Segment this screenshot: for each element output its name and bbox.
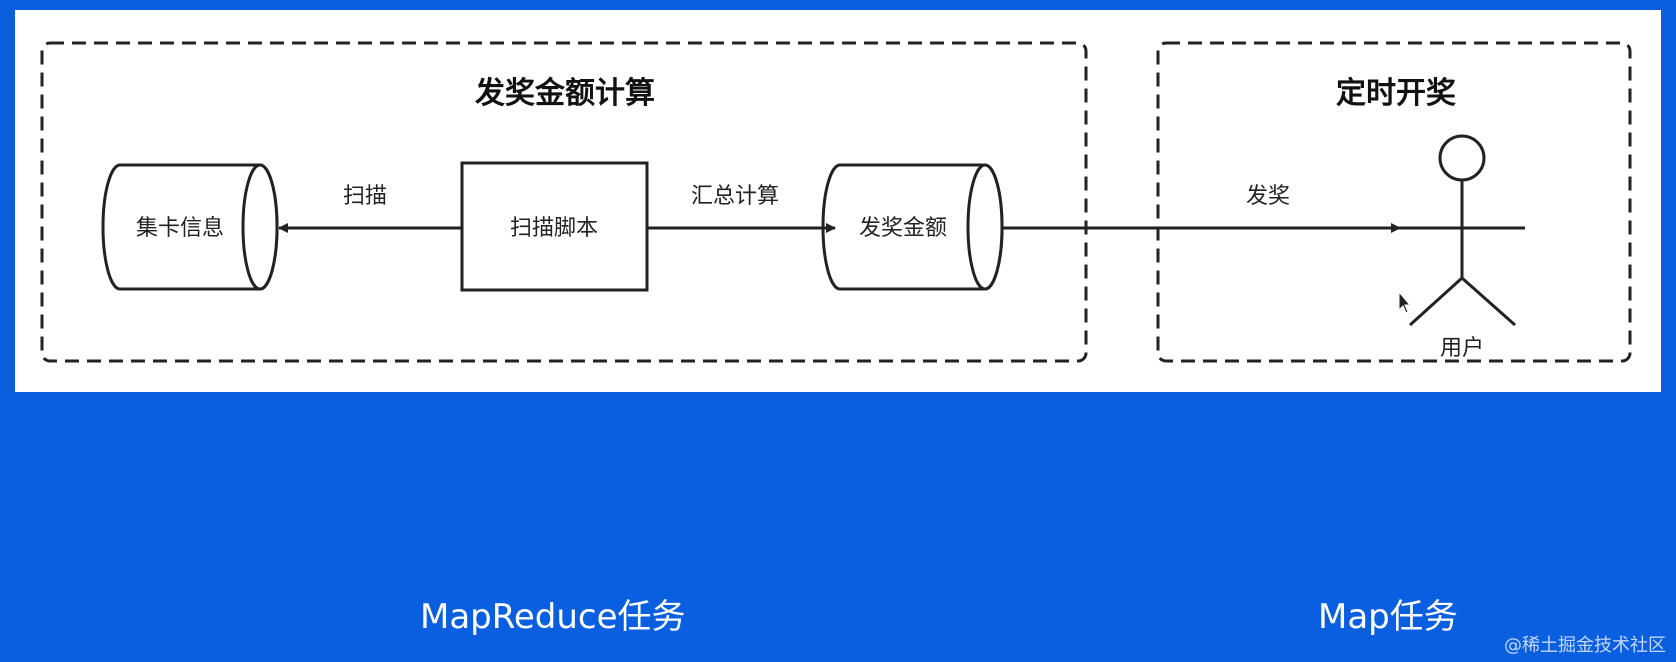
aggregate-edge-label: 汇总计算	[691, 184, 779, 209]
scan-edge-label: 扫描	[343, 184, 387, 209]
scan-script-box: 扫描脚本	[460, 161, 649, 292]
watermark: @稀土掘金技术社区	[1504, 635, 1666, 656]
stick-figure-icon	[1400, 134, 1525, 327]
timer-group-title: 定时开奖	[1336, 76, 1456, 111]
mapreduce-group-border	[40, 41, 1088, 363]
map-task-caption: Map任务	[1318, 597, 1458, 637]
user-label: 用户	[1440, 336, 1484, 361]
prize-amount-label: 发奖金额	[859, 216, 947, 241]
prize-amount-store: 发奖金额	[821, 163, 1004, 291]
mapreduce-group-title: 发奖金额计算	[474, 76, 655, 111]
card-info-store: 集卡信息	[101, 163, 279, 291]
scan-script-label: 扫描脚本	[510, 216, 598, 241]
timer-group-border	[1156, 41, 1632, 363]
card-info-label: 集卡信息	[136, 216, 224, 241]
flow-diagram: 发奖金额计算 定时开奖 集卡信息 扫描脚本 发奖金额 扫描 汇总计算 发奖	[40, 41, 1632, 363]
diagram-panel: 发奖金额计算 定时开奖 集卡信息 扫描脚本 发奖金额 扫描 汇总计算 发奖	[15, 10, 1661, 392]
mapreduce-task-caption: MapReduce任务	[420, 597, 686, 637]
cursor-arrow-icon	[1398, 290, 1412, 314]
award-edge-label: 发奖	[1246, 184, 1290, 209]
